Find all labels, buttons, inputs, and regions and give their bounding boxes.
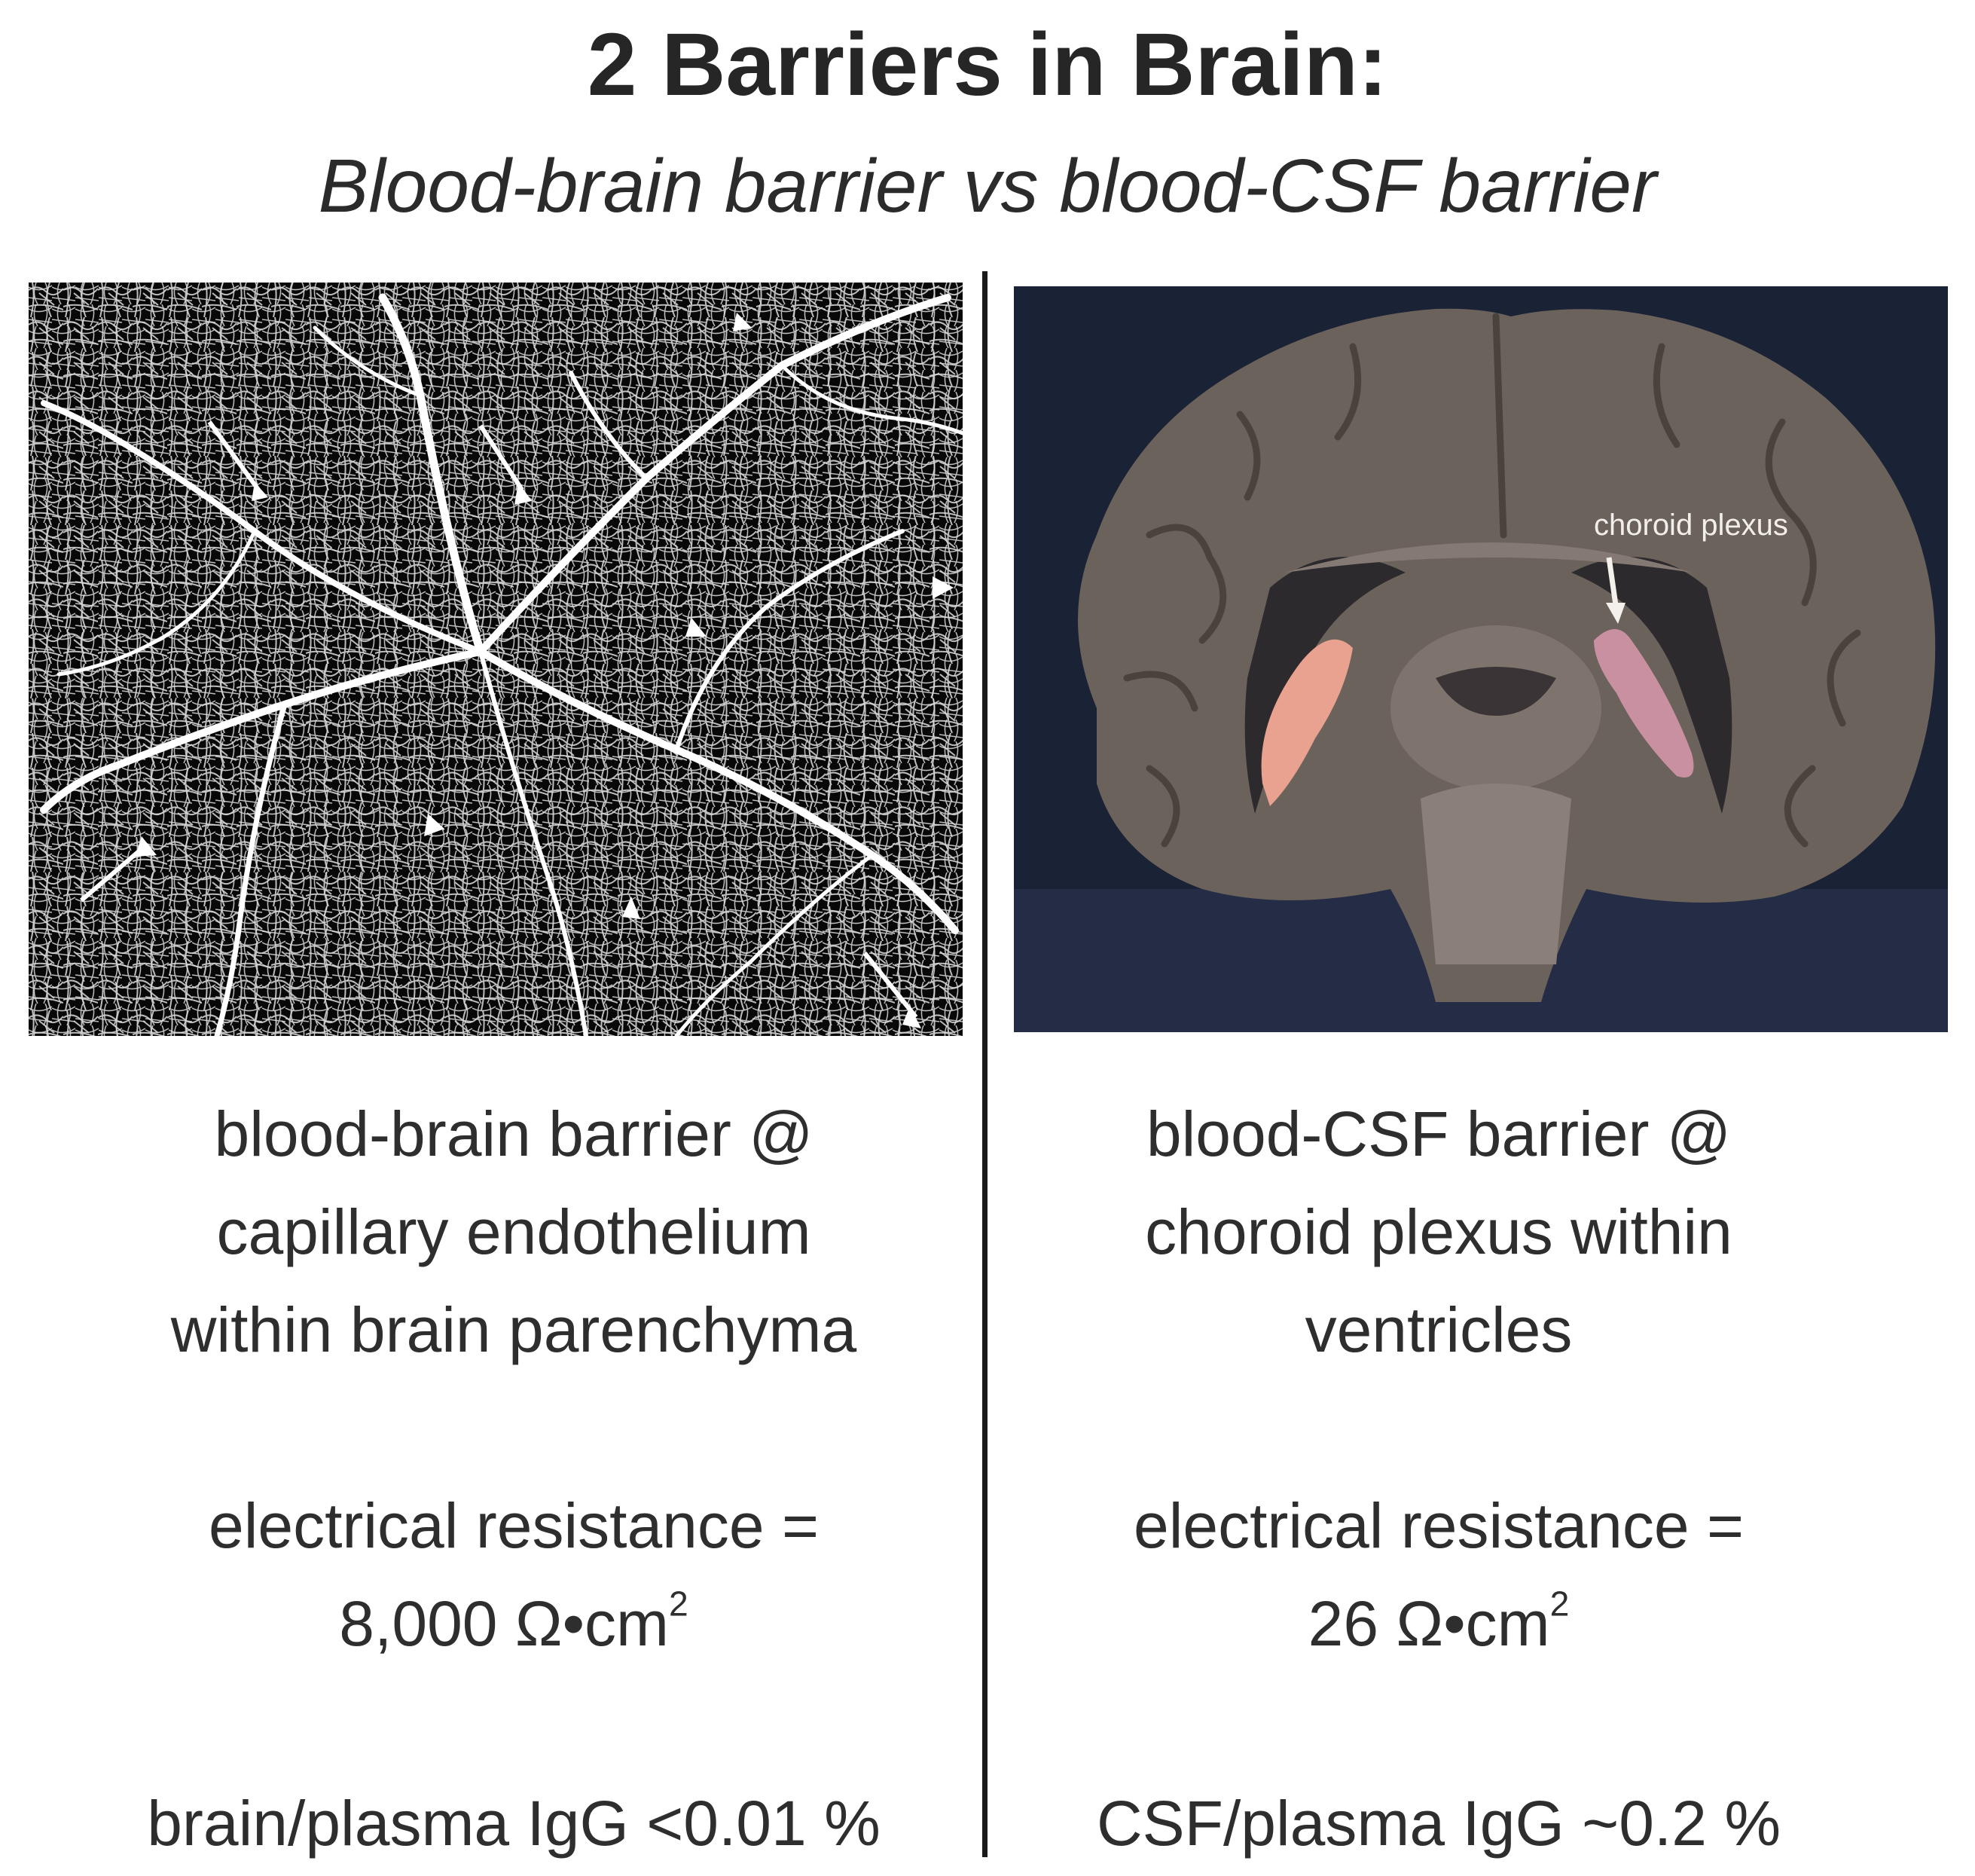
bbb-resistance-value: 8,000 Ω•cm [339,1588,670,1660]
bbb-location-line-3: within brain parenchyma [170,1294,857,1366]
bcsfb-resistance-text: electrical resistance = 26 Ω•cm2 [972,1477,1906,1673]
bcsfb-resistance-label: electrical resistance = [1133,1490,1745,1561]
bcsfb-location-line-2: choroid plexus within [1145,1196,1732,1268]
page-title: 2 Barriers in Brain: [587,15,1388,115]
bcsfb-igg-ratio: CSF/plasma IgG ~0.2 % [1096,1788,1781,1859]
center-divider [982,271,988,1857]
bbb-resistance-value-line: 8,000 Ω•cm2 [47,1575,981,1673]
bbb-location-line-1: blood-brain barrier @ [214,1098,814,1169]
bcsfb-resistance-value: 26 Ω•cm [1308,1588,1550,1660]
page-subtitle: Blood-brain barrier vs blood-CSF barrier [318,144,1657,228]
bbb-location-text: blood-brain barrier @ capillary endothel… [47,1085,981,1380]
choroid-plexus-label: choroid plexus [1594,509,1788,542]
bcsfb-location-text: blood-CSF barrier @ choroid plexus withi… [972,1085,1906,1380]
capillary-network-image [29,283,963,1036]
brain-section-image: choroid plexus [1014,286,1948,1032]
bbb-resistance-label: electrical resistance = [208,1490,820,1561]
bcsfb-location-line-3: ventricles [1305,1294,1573,1366]
bbb-resistance-exponent: 2 [669,1584,688,1624]
bbb-resistance-text: electrical resistance = 8,000 Ω•cm2 [47,1477,981,1673]
coronal-brain-section-photo-icon: choroid plexus [1014,286,1948,1032]
bcsfb-location-line-1: blood-CSF barrier @ [1146,1098,1732,1169]
bbb-igg-ratio: brain/plasma IgG <0.01 % [147,1788,881,1859]
bcsfb-resistance-value-line: 26 Ω•cm2 [972,1575,1906,1673]
bcsfb-resistance-exponent: 2 [1549,1584,1570,1624]
capillary-network-micrograph-icon [29,283,963,1036]
bbb-location-line-2: capillary endothelium [216,1196,811,1268]
